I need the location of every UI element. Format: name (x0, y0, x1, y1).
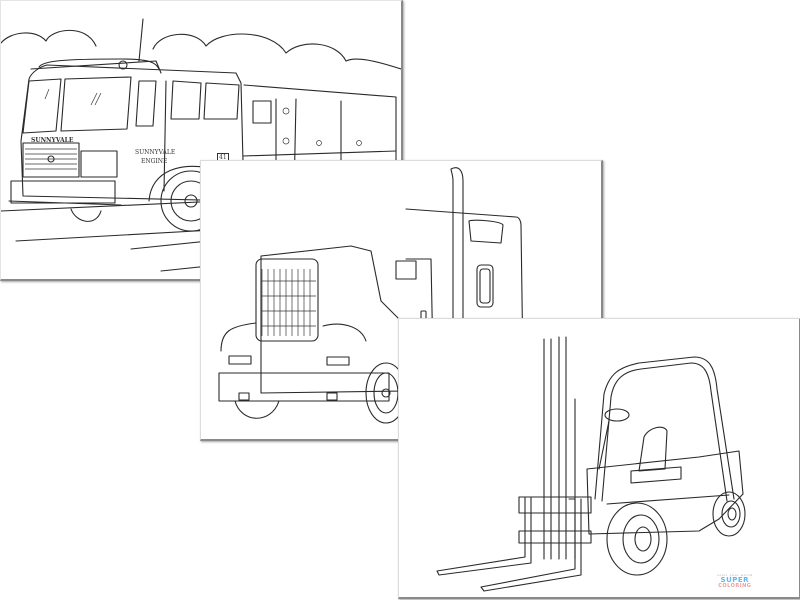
front-wheel (606, 502, 668, 576)
rear-wheel (712, 491, 746, 537)
cloud-outline (1, 29, 97, 47)
hood-label: SUNNYVALE (31, 137, 74, 144)
coloring-page-forklift[interactable]: color your world SUPER COLORING (398, 318, 800, 599)
mast (543, 336, 567, 560)
watermark-tagline: color your world (717, 573, 753, 577)
cab-body (20, 64, 245, 202)
fork-right (480, 498, 582, 592)
door-label-line2: ENGINE (141, 158, 168, 165)
watermark-sub: COLORING (718, 583, 752, 589)
grille (255, 258, 319, 342)
door-label-line1: SUNNYVALE (135, 149, 176, 156)
fork-left (436, 496, 532, 576)
watermark-brand: SUPER (720, 576, 750, 584)
forklift-drawing (436, 336, 746, 592)
watermark-logo: color your world SUPER COLORING (717, 573, 753, 589)
overhead-guard (603, 356, 735, 500)
